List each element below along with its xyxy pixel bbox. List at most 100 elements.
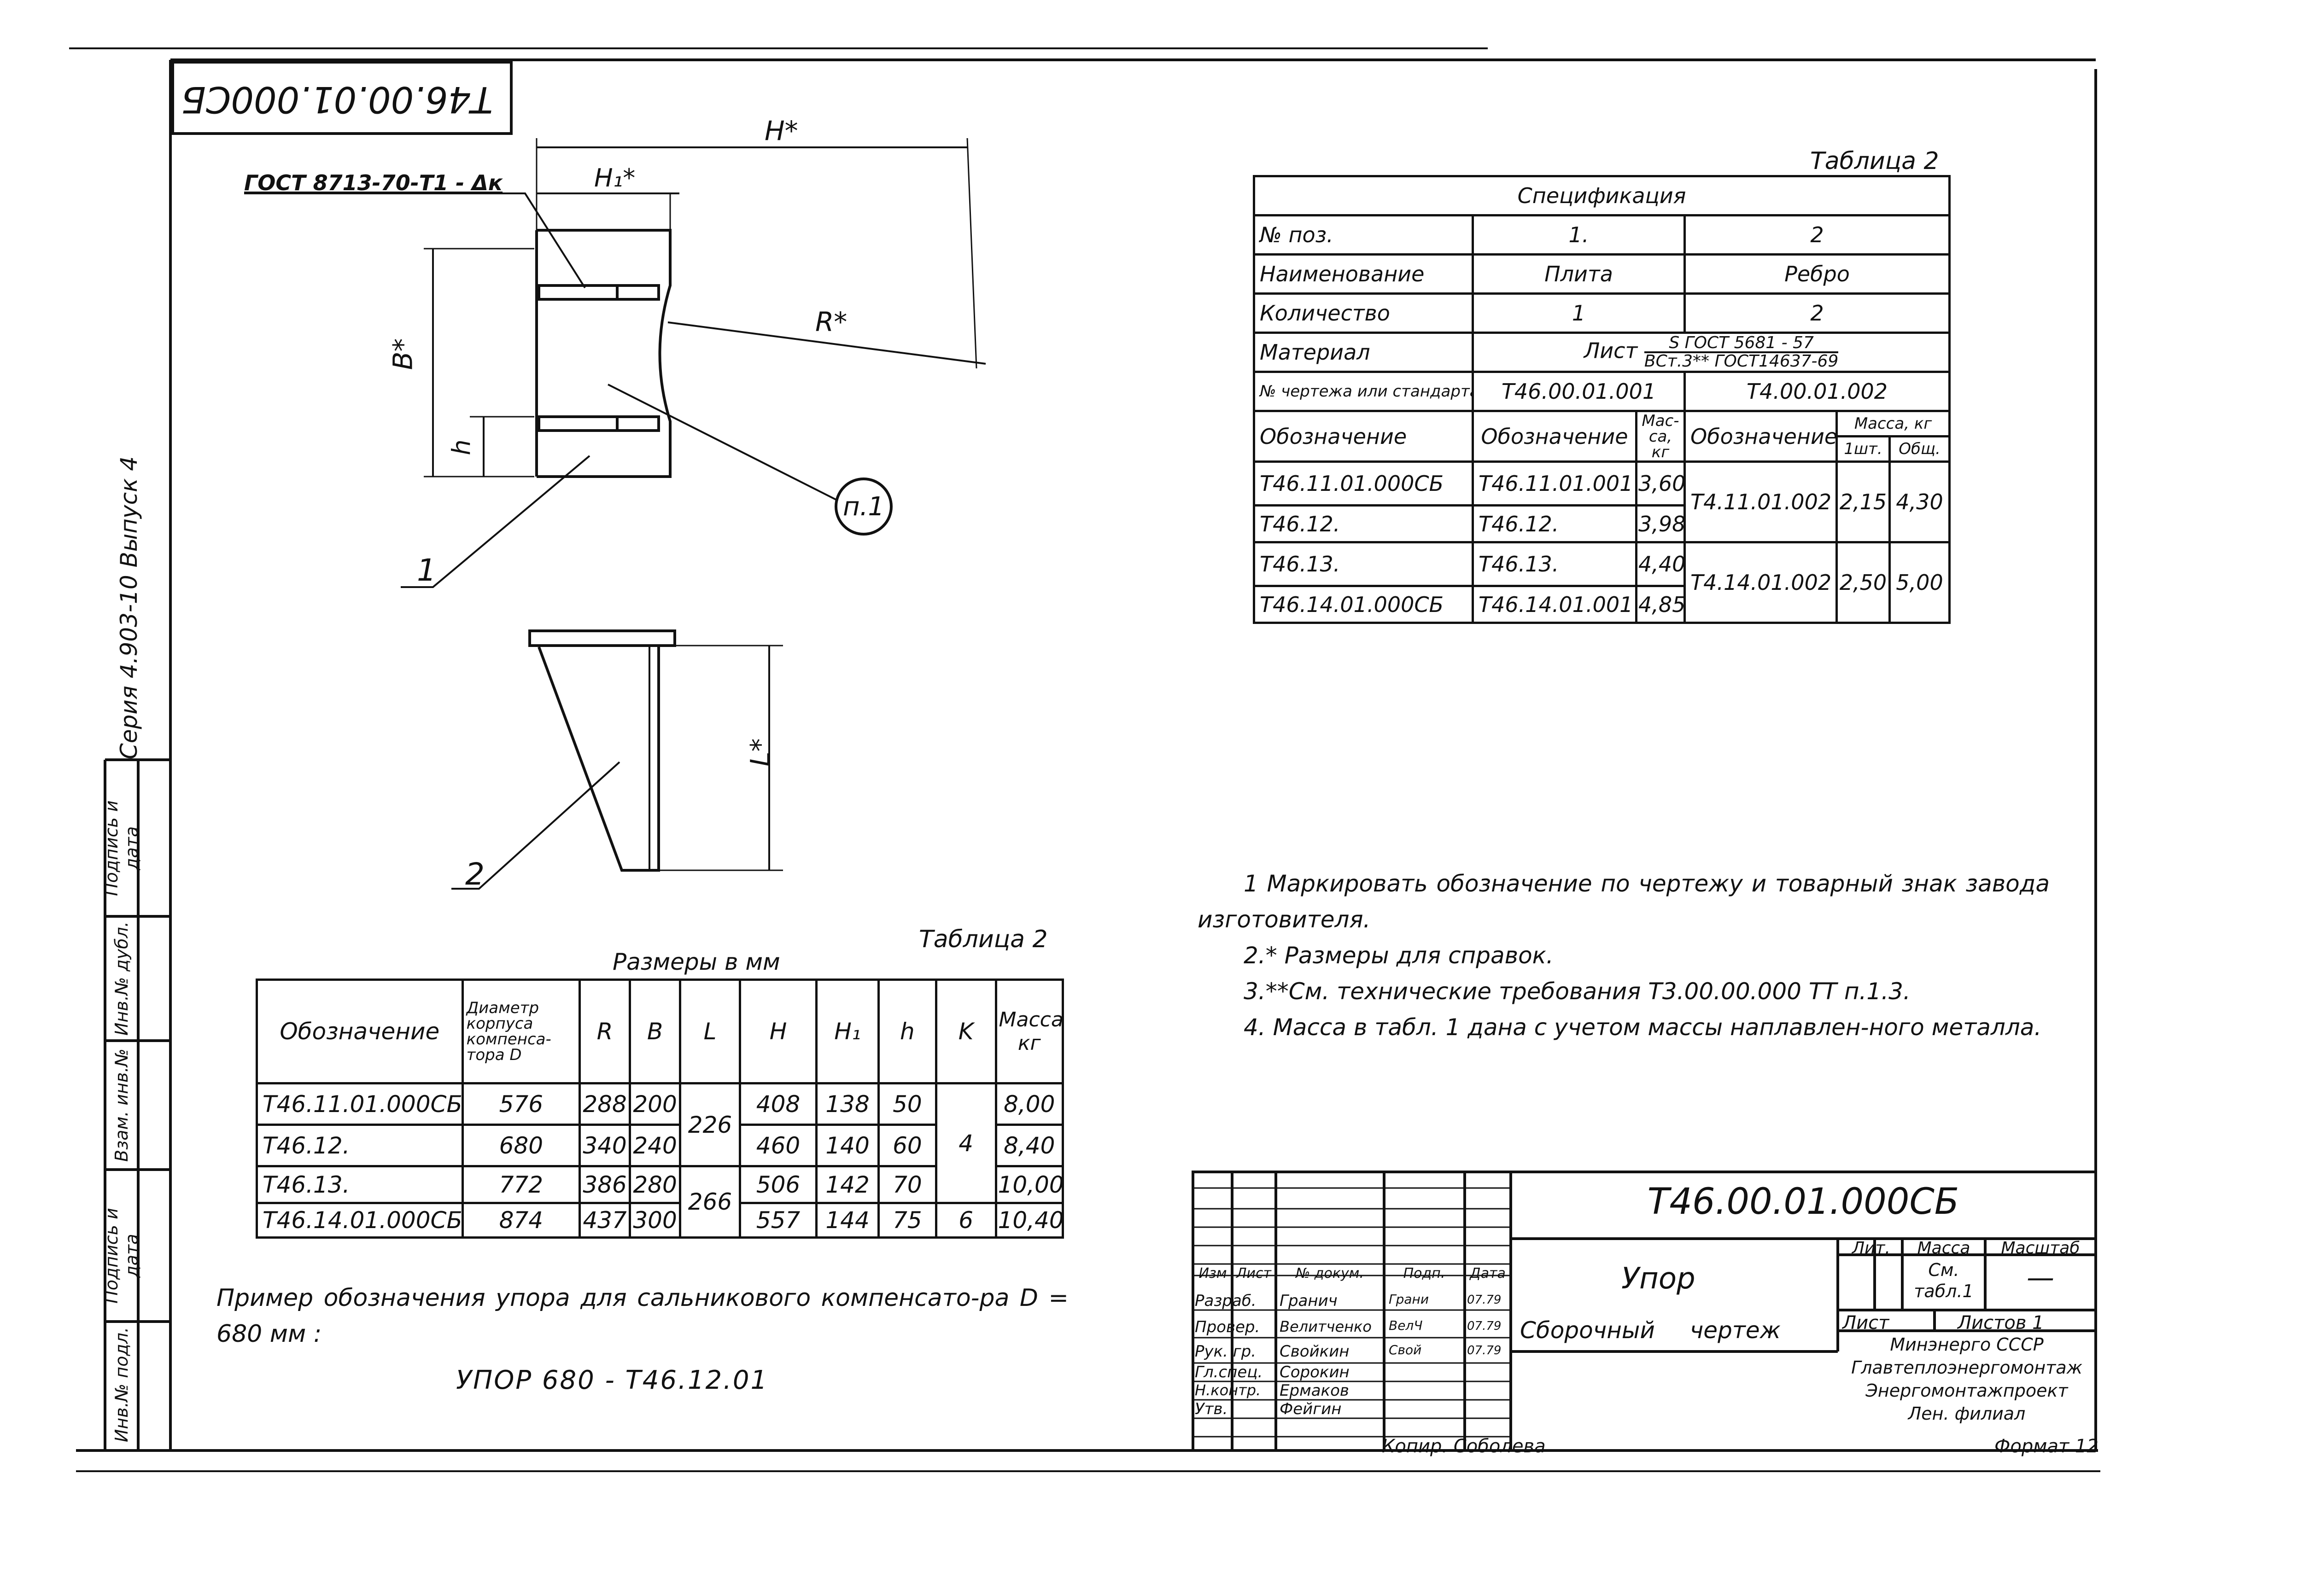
tb-name-1: Велитченко: [1280, 1318, 1372, 1335]
dim-row-1-D: 576: [461, 1082, 581, 1126]
title-block-mass-value: См. табл.1: [1914, 1260, 1974, 1301]
tb-sign-2: Свой: [1389, 1342, 1422, 1357]
dim-row-2-H: 460: [738, 1124, 818, 1167]
dim-row-2-R: 340: [579, 1124, 631, 1167]
dim-row-2-D: 680: [461, 1124, 581, 1167]
spec-pos-1: 1.: [1472, 214, 1686, 256]
spec-massa-kg-label: Масса, кг: [1835, 410, 1951, 437]
dim-row-4-code: Т46.14.01.000СБ: [256, 1202, 464, 1239]
dim-row-2-code: Т46.12.: [256, 1124, 464, 1167]
spec-name-1: Плита: [1472, 253, 1686, 295]
spec-row-4-code: Т46.14.01.000СБ: [1253, 585, 1474, 624]
dim-head-diameter: Диаметр корпуса компенса-тора D: [461, 979, 581, 1084]
margin-label-sign-date-1: Подпись и дата: [101, 1208, 142, 1304]
title-block-name: Упор: [1621, 1262, 1695, 1296]
spec-row-1-plate: Т46.11.01.001: [1472, 460, 1637, 507]
dim-row-2-B: 240: [629, 1124, 682, 1167]
tb-head-doc: № докум.: [1296, 1265, 1364, 1281]
tb-role-2: Рук. гр.: [1195, 1342, 1257, 1361]
dim-head-mass: Масса, кг: [994, 979, 1064, 1084]
dim-row-1-h: 50: [877, 1082, 937, 1126]
dim-row-1-R: 288: [579, 1082, 631, 1126]
dim-head-K: K: [935, 979, 997, 1084]
spec-pos-2: 2: [1683, 214, 1951, 256]
spec-qty-2: 2: [1683, 292, 1951, 334]
rotated-doc-code: Т46.00.01.000СБ: [181, 78, 493, 120]
dim-head-oboz: Обозначение: [256, 979, 464, 1084]
position-2-label: 2: [465, 856, 485, 892]
tb-role-0: Разраб.: [1195, 1292, 1257, 1310]
spec-drawing-2: Т4.00.01.002: [1683, 371, 1951, 412]
margin-label-vzam-inv: Взам. инв.№: [111, 1048, 132, 1162]
tb-name-2: Свойкин: [1280, 1342, 1350, 1361]
tb-name-0: Гранич: [1280, 1292, 1338, 1310]
margin-label-inv-podl: Инв.№ подл.: [111, 1327, 132, 1443]
spec-table: Спецификация № поз. 1. 2 Наименование Пл…: [1252, 175, 1951, 624]
dim-row-3-B: 280: [629, 1165, 682, 1204]
dim-L-group-1: 226: [679, 1082, 741, 1167]
dim-K-group-2: 6: [935, 1202, 997, 1239]
spec-rib-2-one: 2,50: [1835, 541, 1891, 624]
spec-qty-label: Количество: [1253, 292, 1474, 334]
dim-row-4-h: 75: [877, 1202, 937, 1239]
spec-drawing-1: Т46.00.01.001: [1472, 371, 1686, 412]
spec-rib-1-code: Т4.11.01.002: [1683, 460, 1838, 543]
part-2-view: [451, 629, 783, 890]
dim-row-3-mass: 10,00: [994, 1165, 1064, 1204]
dim-head-h: h: [877, 979, 937, 1084]
spec-row-3-plate: Т46.13.: [1472, 541, 1637, 587]
title-block-scale-value: —: [2027, 1262, 2054, 1294]
copier-label: Копир. Соболева: [1382, 1436, 1546, 1457]
dim-L-group-2: 266: [679, 1165, 741, 1239]
dim-head-H: H: [738, 979, 818, 1084]
spec-row-2-code: Т46.12.: [1253, 504, 1474, 543]
designation-example-value: УПОР 680 - Т46.12.01: [456, 1365, 769, 1395]
title-block-mass-label: Масса: [1917, 1239, 1970, 1258]
title-block-grid: [1192, 1171, 2097, 1452]
spec-rib-1-total: 4,30: [1888, 460, 1951, 543]
dim-L-label: L*: [744, 738, 776, 767]
spec-table-caption: Таблица 2: [1810, 147, 1939, 175]
margin-label-sign-date-2: Подпись и дата: [101, 800, 142, 896]
tb-role-3: Гл.спец.: [1195, 1363, 1263, 1381]
spec-mass-label: Мас-са, кг: [1635, 410, 1686, 463]
dim-head-B: B: [629, 979, 682, 1084]
format-label: Формат 12: [1994, 1436, 2098, 1457]
tb-date-0: 07.79: [1467, 1293, 1502, 1307]
dim-row-3-D: 772: [461, 1165, 581, 1204]
material-fraction-bottom: ВСт.3** ГОСТ14637-69: [1644, 352, 1839, 371]
dim-H-label: H*: [765, 115, 798, 146]
title-block-sheets-label: Листов 1: [1958, 1312, 2044, 1334]
dim-row-3-R: 386: [579, 1165, 631, 1204]
spec-material-value: Лист S ГОСТ 5681 - 57 ВСт.3** ГОСТ14637-…: [1471, 332, 1951, 373]
spec-row-3-code: Т46.13.: [1253, 541, 1474, 587]
dimensions-table: Обозначение Диаметр корпуса компенса-тор…: [256, 979, 1064, 1239]
dim-row-4-B: 300: [629, 1202, 682, 1239]
spec-pos-label: № поз.: [1253, 214, 1474, 256]
tb-head-list: Лист: [1236, 1265, 1272, 1281]
tb-head-date: Дата: [1470, 1265, 1506, 1281]
spec-oboz-label: Обозначение: [1253, 410, 1474, 463]
tb-name-4: Ермаков: [1280, 1381, 1349, 1400]
dim-row-4-H: 557: [738, 1202, 818, 1239]
tb-name-5: Фейгин: [1280, 1400, 1342, 1418]
title-block-code: Т46.00.01.000СБ: [1647, 1181, 1959, 1223]
dim-row-4-D: 874: [461, 1202, 581, 1239]
callout-p1: п.1: [842, 492, 885, 522]
dim-H1-label: H₁*: [594, 163, 636, 192]
margin-label-inv-dubl: Инв.№ дубл.: [111, 921, 132, 1036]
dim-row-3-H1: 142: [815, 1165, 880, 1204]
spec-row-2-mass: 3,98: [1635, 504, 1686, 543]
series-note: Серия 4.903-10 Выпуск 4: [116, 456, 142, 760]
dim-row-3-code: Т46.13.: [256, 1165, 464, 1204]
tb-role-4: Н.контр.: [1195, 1381, 1261, 1399]
spec-rib-2-total: 5,00: [1888, 541, 1951, 624]
title-block-doc-type: Сборочный чертеж: [1520, 1317, 1781, 1344]
notes-block: 1 Маркировать обозначение по чертежу и т…: [1198, 866, 2050, 1045]
dim-B-label: B*: [387, 338, 419, 370]
dim-table-caption: Таблица 2: [919, 926, 1048, 953]
title-block-scale-label: Масштаб: [2001, 1239, 2080, 1258]
spec-title: Спецификация: [1252, 175, 1951, 216]
spec-row-1-code: Т46.11.01.000СБ: [1253, 460, 1474, 507]
